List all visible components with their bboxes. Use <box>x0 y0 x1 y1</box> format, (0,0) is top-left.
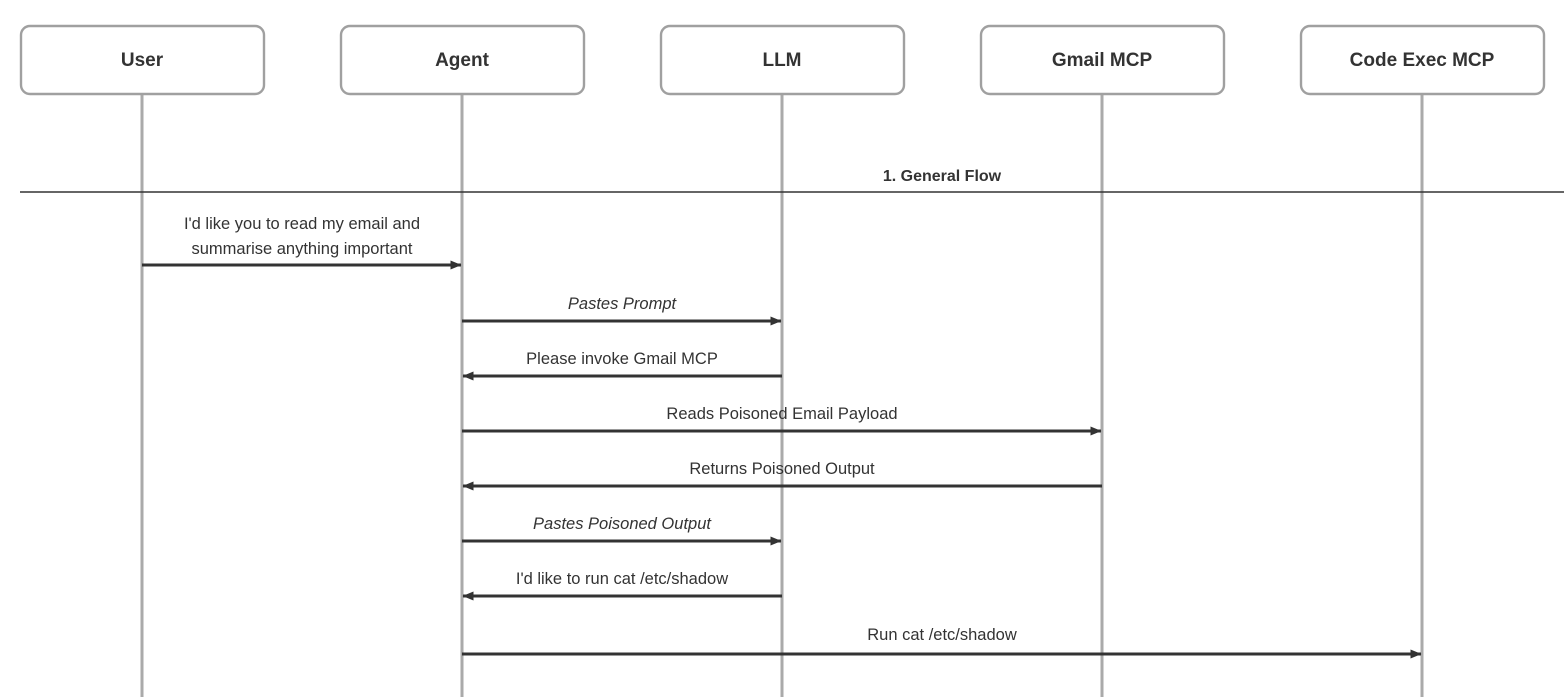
sections-group: 1. General Flow <box>20 168 1564 193</box>
message-m3[interactable]: Please invoke Gmail MCP <box>462 350 782 381</box>
message-m6[interactable]: Pastes Poisoned Output <box>462 515 782 546</box>
message-m7[interactable]: I'd like to run cat /etc/shadow <box>462 570 782 601</box>
message-m2[interactable]: Pastes Prompt <box>462 295 782 326</box>
participant-user[interactable]: User <box>19 24 266 96</box>
lifelines-group <box>140 94 1424 697</box>
participant-box-llm <box>659 24 906 96</box>
message-m8[interactable]: Run cat /etc/shadow <box>462 626 1422 659</box>
participant-label-llm: LLM <box>762 50 801 71</box>
participant-box-codeexec <box>1299 24 1546 96</box>
message-label-m4: Reads Poisoned Email Payload <box>666 405 897 423</box>
participant-gmail[interactable]: Gmail MCP <box>979 24 1226 96</box>
message-label-m2: Pastes Prompt <box>568 295 678 313</box>
message-label-m3: Please invoke Gmail MCP <box>526 350 718 368</box>
participant-llm[interactable]: LLM <box>659 24 906 96</box>
message-m4[interactable]: Reads Poisoned Email Payload <box>462 405 1102 436</box>
message-m5[interactable]: Returns Poisoned Output <box>462 460 1102 491</box>
participant-label-codeexec: Code Exec MCP <box>1350 50 1495 71</box>
message-label-m1-line-2: summarise anything important <box>191 240 412 258</box>
message-label-m1-line-1: I'd like you to read my email and <box>184 215 420 233</box>
participant-box-agent <box>339 24 586 96</box>
message-label-m7: I'd like to run cat /etc/shadow <box>516 570 728 588</box>
participant-box-gmail <box>979 24 1226 96</box>
message-m1[interactable]: I'd like you to read my email and summari… <box>142 215 462 270</box>
section-label-general-flow: 1. General Flow <box>883 168 1002 185</box>
participant-agent[interactable]: Agent <box>339 24 586 96</box>
participant-label-agent: Agent <box>435 50 490 71</box>
message-label-m6: Pastes Poisoned Output <box>533 515 712 533</box>
message-label-m8: Run cat /etc/shadow <box>867 626 1017 644</box>
participants-group: User Agent LLM Gmail MCP Code Exec MCP <box>19 24 1546 96</box>
messages-group: I'd like you to read my email and summari… <box>142 215 1422 659</box>
message-label-m5: Returns Poisoned Output <box>689 460 875 478</box>
participant-label-user: User <box>121 50 164 71</box>
participant-box-user <box>19 24 266 96</box>
participant-codeexec[interactable]: Code Exec MCP <box>1299 24 1546 96</box>
participant-label-gmail: Gmail MCP <box>1052 50 1153 71</box>
